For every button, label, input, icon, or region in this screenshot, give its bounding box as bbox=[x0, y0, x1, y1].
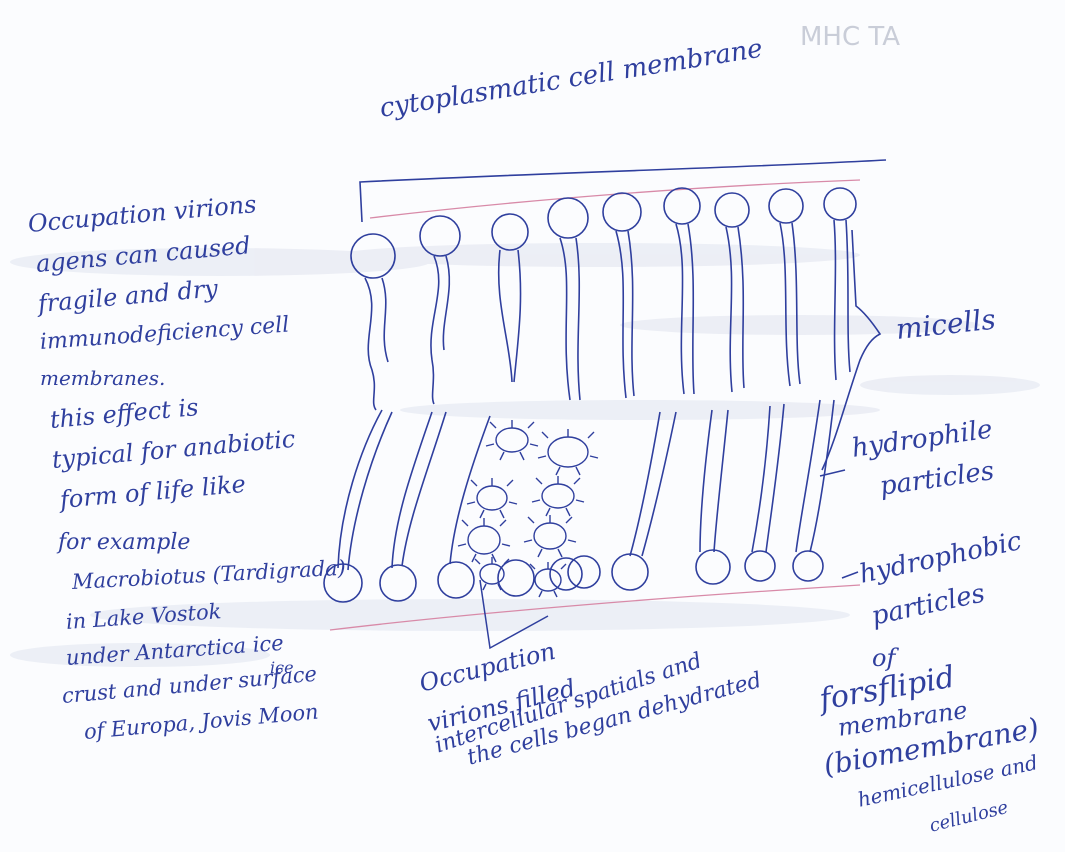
left-note-line: membranes. bbox=[40, 368, 165, 388]
lower-tails bbox=[338, 400, 834, 570]
bleed-through-text: MHC TA bbox=[800, 24, 900, 50]
label-hydrophobic-3: of bbox=[872, 646, 895, 670]
lower-phospholipid-heads bbox=[324, 550, 823, 602]
upper-phospholipid-layer bbox=[351, 188, 856, 410]
title-bracket bbox=[360, 160, 886, 222]
left-note-line: for example bbox=[58, 532, 190, 554]
